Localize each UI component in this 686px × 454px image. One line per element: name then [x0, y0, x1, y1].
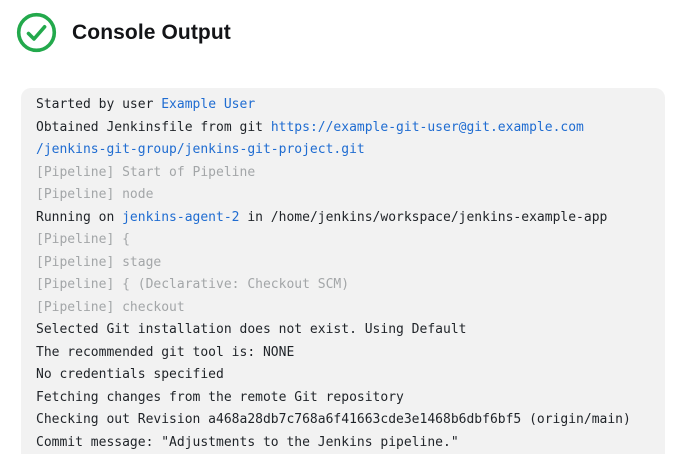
console-line: Commit message: "Adjustments to the Jenk… — [36, 432, 650, 454]
console-text: [Pipeline] checkout — [36, 299, 185, 315]
console-text: Started by user — [36, 97, 162, 112]
console-line: [Pipeline] { (Declarative: Checkout SCM) — [36, 274, 650, 297]
console-line: No credentials specified — [36, 364, 650, 387]
console-text: Selected Git installation does not exist… — [36, 322, 467, 337]
console-text: [Pipeline] Start of Pipeline — [36, 164, 256, 180]
page-header: Console Output — [16, 12, 231, 53]
console-line: Obtained Jenkinsfile from git https://ex… — [36, 117, 650, 140]
console-line: Fetching changes from the remote Git rep… — [36, 387, 650, 410]
console-link[interactable]: jenkins-agent-2 — [122, 209, 240, 225]
page-title: Console Output — [72, 20, 231, 44]
console-text: The recommended git tool is: NONE — [36, 344, 295, 360]
console-text: Running on — [36, 209, 123, 225]
console-line: /jenkins-git-group/jenkins-git-project.g… — [36, 139, 650, 162]
console-link[interactable]: https://example-git-user@git.example.com — [270, 119, 584, 135]
console-text: [Pipeline] { — [36, 232, 130, 247]
console-line: [Pipeline] Start of Pipeline — [36, 162, 650, 185]
console-text: in /home/jenkins/workspace/jenkins-examp… — [239, 209, 608, 225]
console-link[interactable]: /jenkins-git-group/jenkins-git-project.g… — [36, 142, 365, 157]
console-line: [Pipeline] { — [36, 229, 650, 252]
console-line: Started by user Example User — [36, 94, 650, 117]
console-text: [Pipeline] { (Declarative: Checkout SCM) — [36, 277, 350, 292]
console-line: [Pipeline] checkout — [36, 297, 650, 320]
console-text: [Pipeline] node — [36, 187, 154, 202]
console-text: Commit message: "Adjustments to the Jenk… — [36, 434, 459, 450]
console-text: Fetching changes from the remote Git rep… — [36, 389, 404, 405]
console-text: Checking out Revision a468a28db7c768a6f4… — [36, 412, 631, 427]
console-line: Checking out Revision a468a28db7c768a6f4… — [36, 409, 650, 432]
console-line: Running on jenkins-agent-2 in /home/jenk… — [36, 207, 650, 230]
console-text: No credentials specified — [36, 367, 224, 382]
console-text: Obtained Jenkinsfile from git — [36, 119, 271, 135]
console-line: The recommended git tool is: NONE — [36, 342, 650, 365]
console-text: [Pipeline] stage — [36, 254, 162, 270]
console-line: Selected Git installation does not exist… — [36, 319, 650, 342]
console-line: [Pipeline] node — [36, 184, 650, 207]
console-line: [Pipeline] stage — [36, 252, 650, 275]
console-link[interactable]: Example User — [161, 97, 256, 112]
check-circle-icon — [16, 12, 57, 53]
